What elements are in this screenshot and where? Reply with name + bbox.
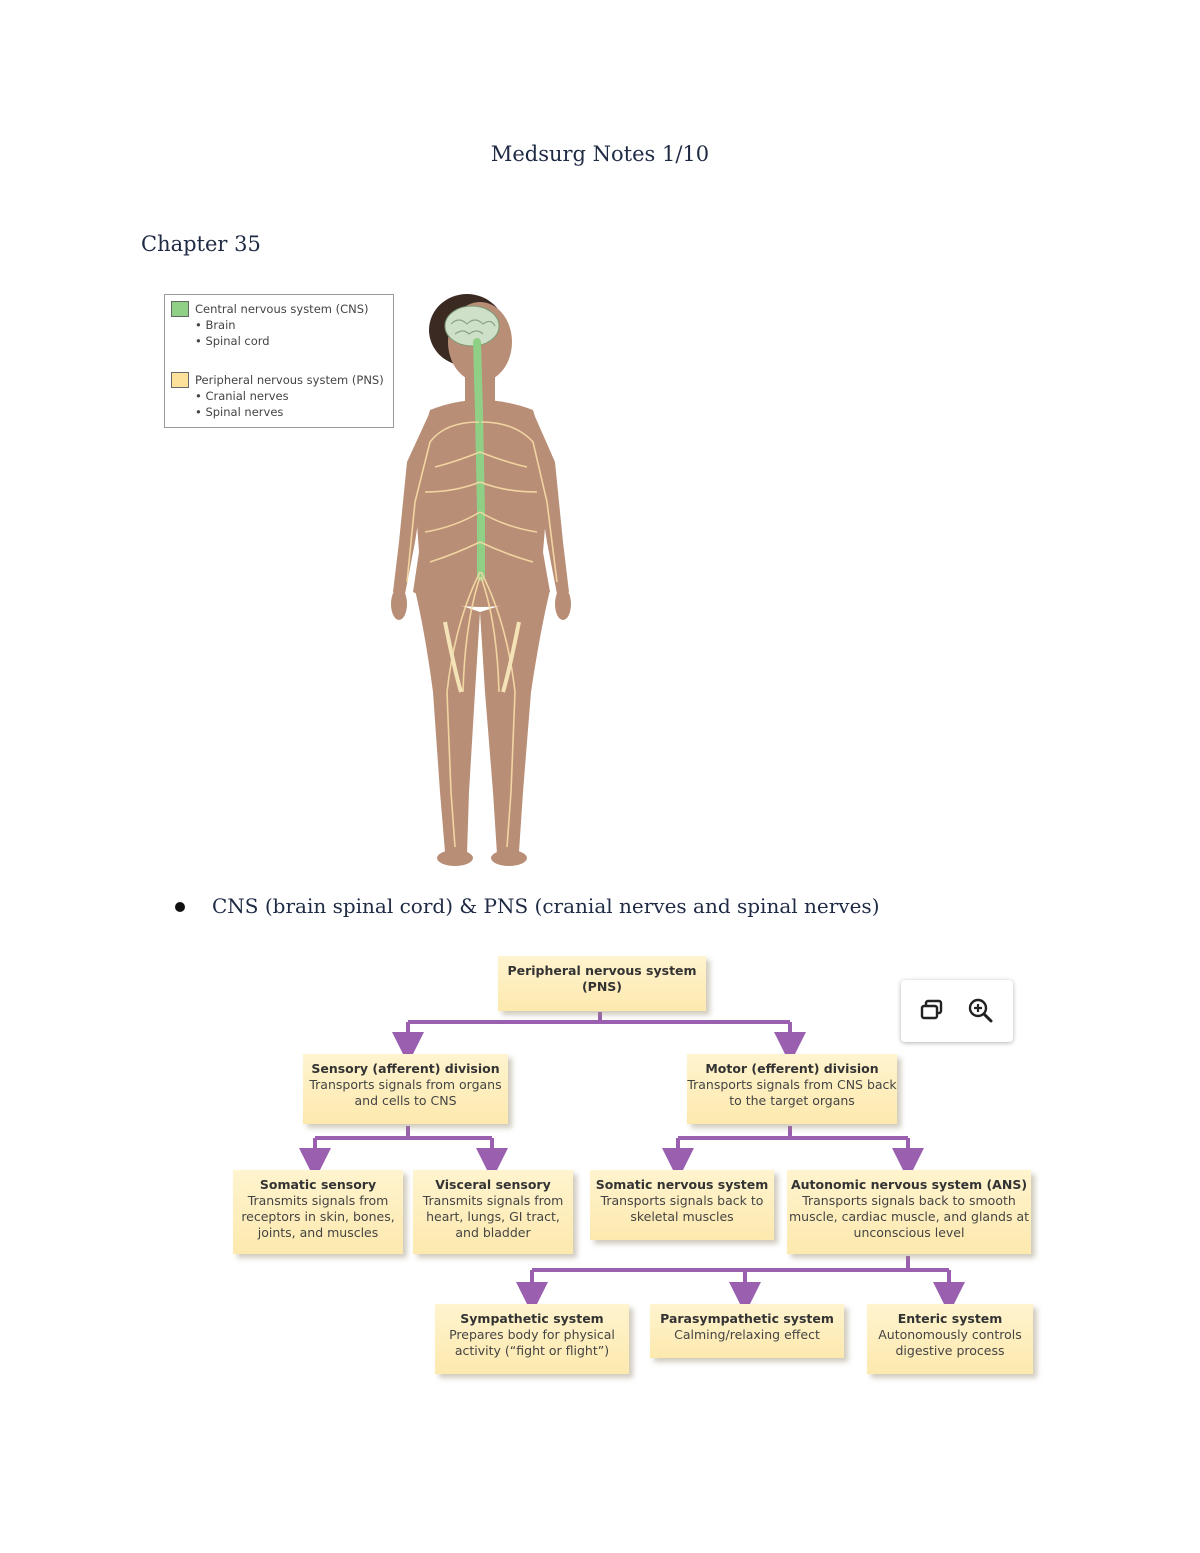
copy-button[interactable] <box>917 995 949 1027</box>
page-title: Medsurg Notes 1/10 <box>490 142 710 166</box>
visceral-sensory-desc: Transmits signals from heart, lungs, GI … <box>422 1193 564 1240</box>
bullet-text: CNS (brain spinal cord) & PNS (cranial n… <box>212 894 880 918</box>
legend-cns-swatch <box>171 301 189 317</box>
enteric-system-title: Enteric system <box>897 1311 1003 1326</box>
pns-root-abbr: (PNS) <box>581 979 623 994</box>
image-viewer-toolbar <box>901 980 1013 1042</box>
figure-legend: Central nervous system (CNS) • Brain • S… <box>164 294 394 428</box>
somatic-sensory-desc: Transmits signals from receptors in skin… <box>241 1193 395 1240</box>
sympathetic-system-title: Sympathetic system <box>460 1311 604 1326</box>
zoom-in-icon <box>968 998 993 1023</box>
copy-icon <box>920 999 943 1020</box>
motor-division-desc: Transports signals from CNS back to the … <box>687 1077 897 1108</box>
somatic-sensory-box: Somatic sensory Transmits signals from r… <box>233 1170 403 1254</box>
visceral-sensory-title: Visceral sensory <box>435 1177 551 1192</box>
parasympathetic-system-title: Parasympathetic system <box>660 1311 834 1326</box>
parasympathetic-system-desc: Calming/relaxing effect <box>674 1327 820 1342</box>
zoom-in-button[interactable] <box>964 995 996 1027</box>
autonomic-nervous-system-desc: Transports signals back to smooth muscle… <box>788 1193 1029 1240</box>
motor-division-box: Motor (efferent) division Transports sig… <box>687 1054 897 1124</box>
sympathetic-system-box: Sympathetic system Prepares body for phy… <box>435 1304 629 1374</box>
sensory-division-box: Sensory (afferent) division Transports s… <box>303 1054 508 1124</box>
visceral-sensory-box: Visceral sensory Transmits signals from … <box>413 1170 573 1254</box>
somatic-sensory-title: Somatic sensory <box>259 1177 377 1192</box>
somatic-nervous-system-box: Somatic nervous system Transports signal… <box>590 1170 774 1240</box>
pns-root-box: Peripheral nervous system (PNS) <box>498 956 706 1011</box>
legend-cns-item: • Spinal cord <box>195 334 270 348</box>
body-illustration <box>391 294 571 866</box>
legend-cns-item: • Brain <box>195 318 236 332</box>
legend-pns-item: • Spinal nerves <box>195 405 284 419</box>
somatic-nervous-system-title: Somatic nervous system <box>595 1177 769 1192</box>
legend-pns-swatch <box>171 372 189 388</box>
bullet-icon <box>175 902 185 912</box>
sympathetic-system-desc: Prepares body for physical activity (“fi… <box>449 1327 615 1358</box>
pns-root-title: Peripheral nervous system <box>507 963 697 978</box>
motor-division-title: Motor (efferent) division <box>705 1061 879 1076</box>
somatic-nervous-system-desc: Transports signals back to skeletal musc… <box>600 1193 764 1224</box>
autonomic-nervous-system-title: Autonomic nervous system (ANS) <box>790 1177 1028 1192</box>
sensory-division-title: Sensory (afferent) division <box>311 1061 500 1076</box>
enteric-system-box: Enteric system Autonomously controls dig… <box>867 1304 1033 1374</box>
autonomic-nervous-system-box: Autonomic nervous system (ANS) Transport… <box>787 1170 1031 1254</box>
chapter-heading: Chapter 35 <box>141 232 261 256</box>
sensory-division-desc: Transports signals from organs and cells… <box>309 1077 502 1108</box>
parasympathetic-system-box: Parasympathetic system Calming/relaxing … <box>650 1304 844 1358</box>
legend-pns-title: Peripheral nervous system (PNS) <box>195 373 384 387</box>
flowchart-connectors <box>299 1012 965 1314</box>
legend-cns-title: Central nervous system (CNS) <box>195 302 369 316</box>
nervous-system-figure <box>385 292 575 872</box>
legend-pns-item: • Cranial nerves <box>195 389 289 403</box>
enteric-system-desc: Autonomously controls digestive process <box>878 1327 1022 1358</box>
pns-flowchart: Peripheral nervous system (PNS) Sensory … <box>225 950 1045 1390</box>
